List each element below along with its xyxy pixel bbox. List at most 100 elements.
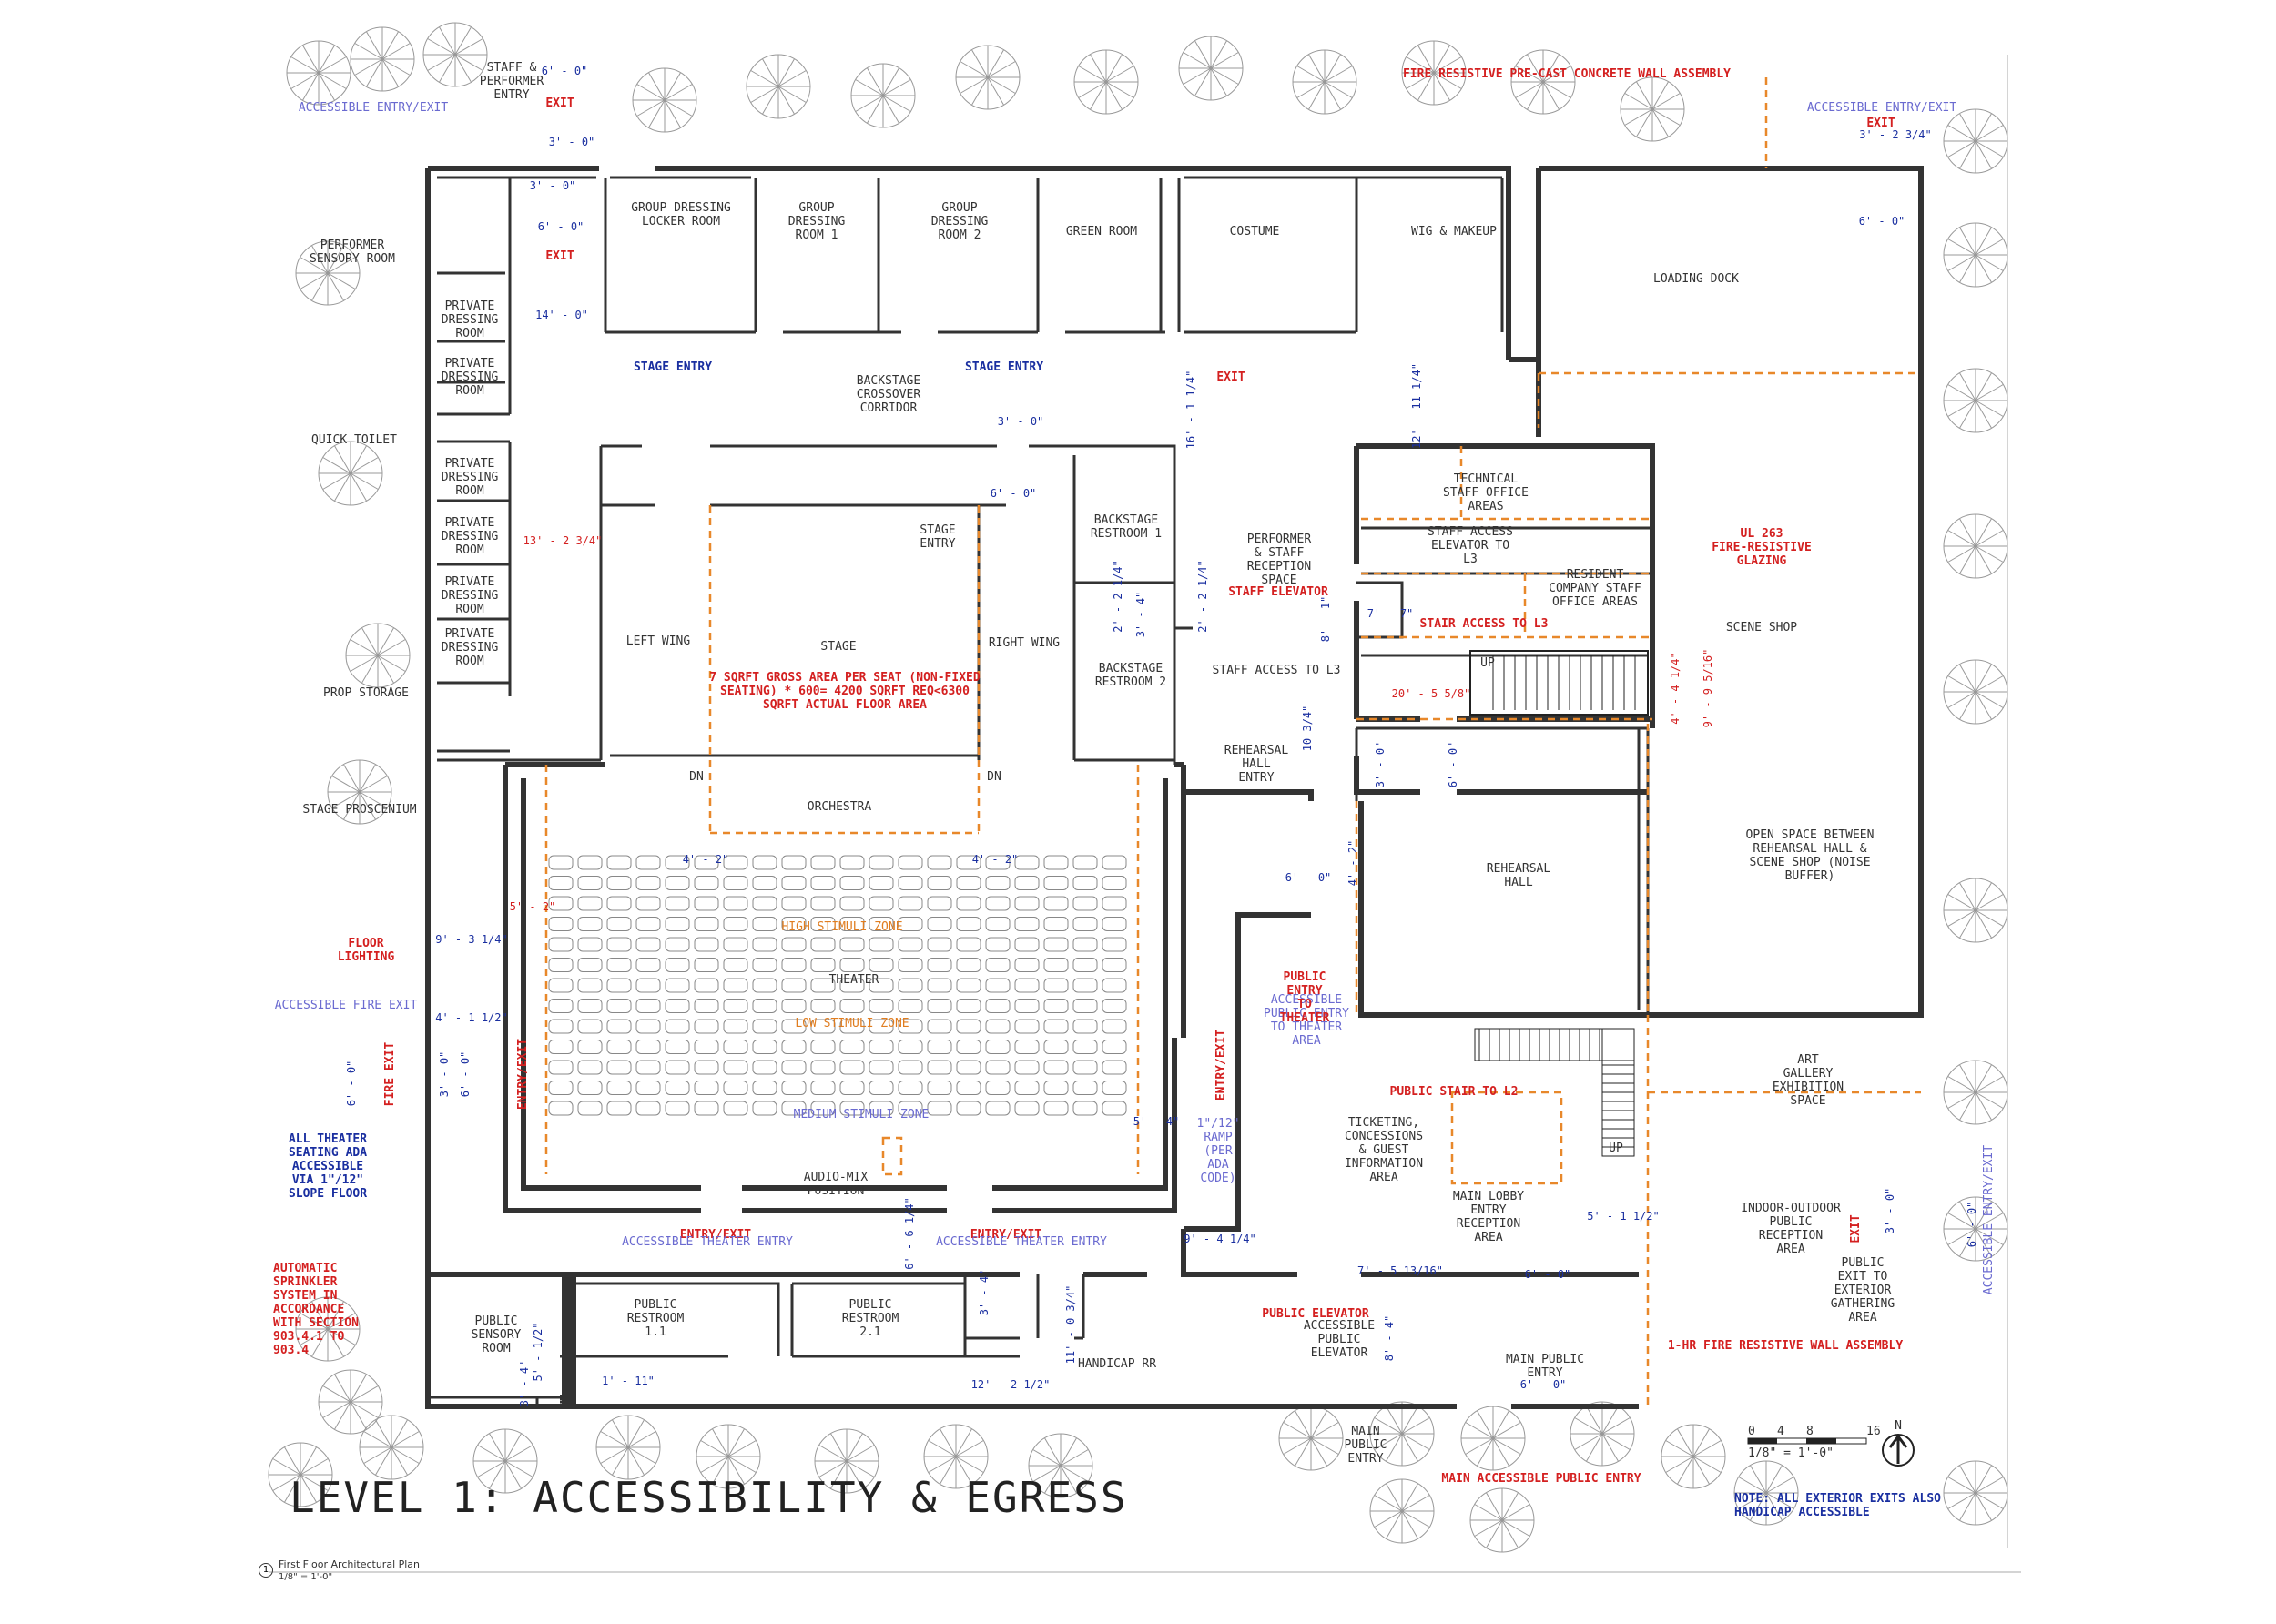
seat (694, 896, 719, 911)
seat (1102, 896, 1127, 911)
tree-symbol (286, 40, 351, 106)
seat (577, 1060, 603, 1075)
seat (694, 855, 719, 870)
dimension-label: 5' - 4" (1133, 1115, 1180, 1128)
exit-label: EXIT (1866, 117, 1895, 130)
seat (548, 978, 574, 993)
room-left-wing: LEFT WING (626, 634, 691, 648)
seat (1102, 1060, 1127, 1075)
seat (985, 1019, 1011, 1034)
seat (1102, 1040, 1127, 1054)
seat (839, 876, 865, 890)
seat (665, 855, 690, 870)
exit-label: EXIT (1216, 370, 1245, 384)
dimension-label: 5' - 1/2" (532, 1322, 544, 1381)
seat (635, 978, 661, 993)
exit-label: EXIT (1849, 1214, 1863, 1243)
seat (956, 999, 981, 1013)
seat (956, 978, 981, 993)
seat (548, 1019, 574, 1034)
room-loading-dock: LOADING DOCK (1653, 272, 1739, 286)
tree-symbol (1943, 1460, 2008, 1526)
seat (1102, 855, 1127, 870)
seat (577, 958, 603, 972)
medium-stimuli-zone: MEDIUM STIMULI ZONE (794, 1108, 930, 1122)
seat (694, 1019, 719, 1034)
seat (985, 917, 1011, 931)
seat (927, 1101, 952, 1116)
seat (665, 1081, 690, 1095)
seat (956, 958, 981, 972)
dimension-label: 3' - 0" (438, 1051, 451, 1098)
high-stimuli-zone: HIGH STIMULI ZONE (781, 920, 902, 934)
seat (577, 855, 603, 870)
seat (723, 978, 748, 993)
seat (1043, 1081, 1069, 1095)
seat (810, 958, 836, 972)
seat (985, 1060, 1011, 1075)
room-quick-toilet: QUICK TOILET (311, 433, 397, 447)
seat (548, 999, 574, 1013)
dimension-label: 6' - 0" (1447, 742, 1459, 788)
scale-bar-label: 4 (1777, 1425, 1784, 1438)
seat (1043, 896, 1069, 911)
seat (606, 1081, 632, 1095)
seat (1072, 876, 1098, 890)
room-costume: COSTUME (1230, 225, 1280, 239)
dimension-label: 3' - 4" (518, 1361, 531, 1407)
room-handicap-rr: HANDICAP RR (1078, 1357, 1156, 1371)
tree-symbol (1943, 222, 2008, 288)
tree-symbol (1469, 1487, 1535, 1553)
tree-symbol (1943, 659, 2008, 725)
seat (839, 958, 865, 972)
seat (665, 896, 690, 911)
seat (898, 917, 923, 931)
seat (1102, 937, 1127, 952)
seat (810, 1019, 836, 1034)
seat (635, 1019, 661, 1034)
seat (956, 917, 981, 931)
tree-symbol (327, 759, 392, 825)
seat (577, 917, 603, 931)
seat (723, 999, 748, 1013)
seat (577, 876, 603, 890)
seat (1072, 937, 1098, 952)
seat (1043, 917, 1069, 931)
seat (694, 978, 719, 993)
tree-symbol (1369, 1401, 1435, 1467)
accessible-theater-entry-label: ACCESSIBLE THEATER ENTRY (622, 1235, 793, 1249)
seat (810, 1060, 836, 1075)
seat (898, 1101, 923, 1116)
dimension-label: 6' - 0" (1520, 1378, 1567, 1391)
seat (869, 958, 894, 972)
accessible-entry-exit-label: ACCESSIBLE ENTRY/EXIT (1807, 101, 1957, 115)
dimension-label: 4' - 4 1/4" (1669, 652, 1682, 724)
seat (1072, 1081, 1098, 1095)
seat (810, 937, 836, 952)
seat (1043, 1019, 1069, 1034)
seat (898, 999, 923, 1013)
seat (665, 958, 690, 972)
seat (781, 978, 807, 993)
dimension-label: 4' - 2" (972, 853, 1019, 866)
room-prop-storage: PROP STORAGE (323, 686, 409, 700)
seat (869, 937, 894, 952)
tree-symbol (350, 26, 415, 92)
seat (694, 876, 719, 890)
seat (694, 1101, 719, 1116)
room-theater: THEATER (829, 973, 879, 987)
seat (577, 978, 603, 993)
seat (956, 937, 981, 952)
seat (752, 896, 777, 911)
seat (1072, 978, 1098, 993)
dimension-label: 7' - 5 13/16" (1357, 1264, 1443, 1277)
tree-symbol (1943, 878, 2008, 943)
